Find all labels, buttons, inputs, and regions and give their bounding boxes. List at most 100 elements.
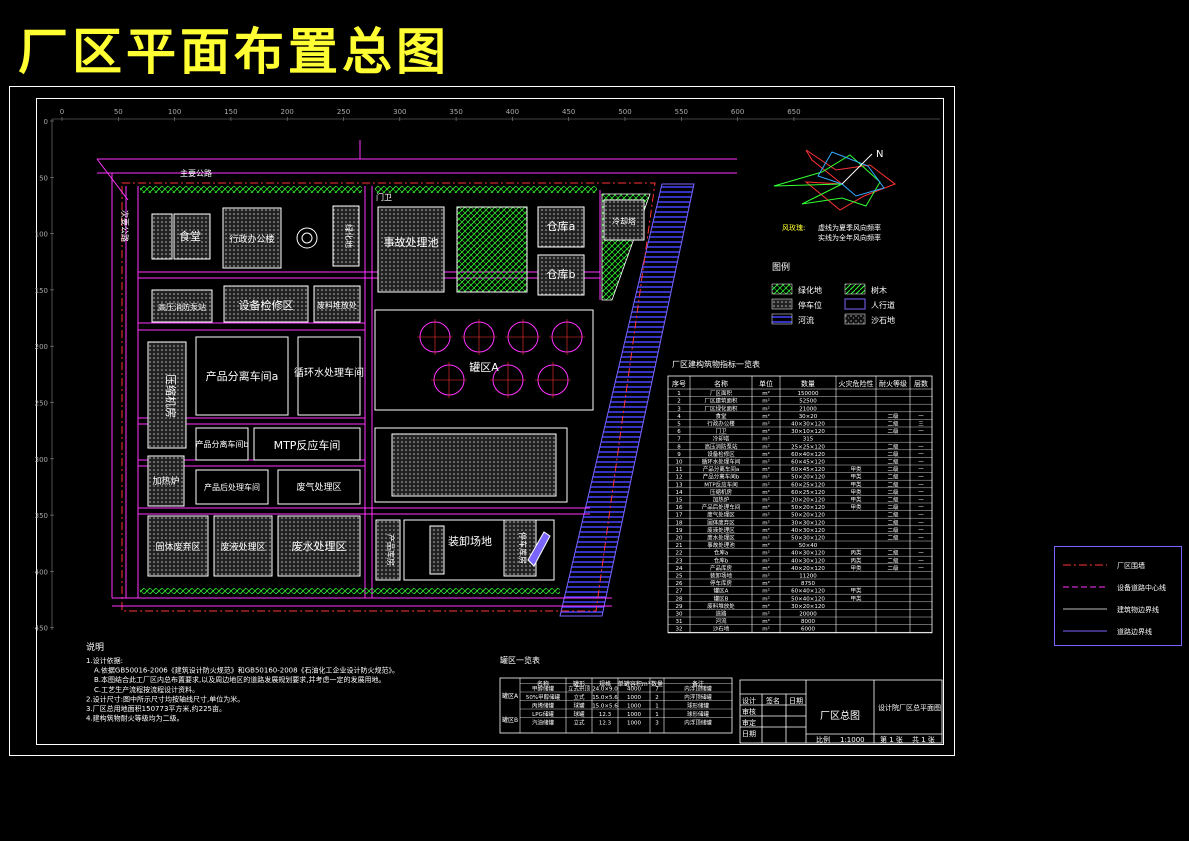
notes-line: 4.建构筑物耐火等级均为二级。 (86, 714, 184, 723)
tank-table-header: 规格 (599, 680, 611, 688)
build-table-cell: 丙类 (850, 556, 862, 564)
tank-table-cell: 4000 (627, 687, 641, 693)
build-table-cell: 一 (918, 520, 924, 526)
label-compressor: 压缩机房 (164, 374, 178, 418)
left-tick-label: 450 (35, 625, 48, 633)
tank-table-cell: 50%甲醇储罐 (526, 693, 561, 701)
build-table-cell: 10 (676, 460, 683, 466)
north-arrow (841, 153, 873, 185)
tank-area-b (374, 427, 568, 503)
building-waste-gas (277, 469, 361, 505)
build-table-cell: m² (762, 580, 770, 587)
tank-table-cell: 1000 (627, 712, 641, 718)
label-cooling: 冷却塔 (612, 216, 636, 226)
building-maintenance (223, 285, 309, 323)
notes: 说明 1.设计依据:A.依据GB50016-2006《建筑设计防火规范》和GB5… (86, 641, 399, 723)
build-table-cell: m² (762, 550, 770, 557)
build-table-cell: 20×20×120 (791, 498, 825, 504)
build-table-cell: 一 (918, 467, 924, 473)
label-product-sep-a: 产品分离车间a (206, 369, 279, 383)
build-table-cell: 25×25×120 (791, 444, 825, 450)
tank-table-cell: 1 (655, 712, 659, 718)
notes-line: 2.设计尺寸:图中所示尺寸均按轴线尺寸,单位为米。 (86, 694, 244, 703)
building-green-a (332, 205, 360, 267)
left-tick-label: 300 (35, 456, 48, 464)
notes-line: A.依据GB50016-2006《建筑设计防火规范》和GB50160-2008《… (94, 666, 399, 675)
build-table-cell: m² (762, 611, 770, 618)
label-main-road: 主要公路 (180, 168, 212, 178)
tank-table-group-a: 罐区A (502, 692, 519, 700)
wind-note-2: 虚线为夏季风向频率 (818, 223, 881, 232)
build-table-cell: m² (762, 489, 770, 496)
left-tick-label: 200 (35, 343, 48, 351)
legend-swatch-green (771, 283, 793, 295)
build-table-cell: 27 (676, 589, 683, 595)
tank-table-title: 罐区一览表 (500, 655, 540, 665)
label-parking: 停车库房 (518, 532, 528, 564)
build-table-cell: m² (762, 474, 770, 481)
parking-stripes (527, 531, 551, 567)
build-table-cell: 产品分离车间b (703, 473, 740, 481)
build-table-cell: 一 (918, 505, 924, 511)
tank-table-cell: 3 (655, 721, 659, 727)
notes-line: B.本图结合此工厂区内总布置要求,以及周边地区的道路发展规划要求,并考虑一定的发… (94, 675, 385, 684)
notes-heading: 说明 (86, 641, 104, 653)
label-loading-yard: 装卸场地 (448, 534, 492, 548)
build-table-cell: 4 (677, 414, 681, 420)
build-table-cell: 一 (918, 490, 924, 496)
build-table-cell: m² (762, 557, 770, 564)
build-table-cell: 一 (918, 513, 924, 519)
drawing-title: 厂区平面布置总图 (18, 23, 450, 81)
label-product-sep-b: 产品分离车间b (195, 439, 248, 449)
tb-scale: 1:1000 (840, 736, 865, 744)
left-tick-label: 400 (35, 568, 48, 576)
build-table-cell: 二级 (887, 442, 899, 450)
label-heating: 加热炉 (152, 475, 179, 487)
top-tick-label: 350 (449, 108, 462, 116)
label-canteen: 食堂 (179, 229, 201, 243)
build-table-cell: 一 (918, 551, 924, 557)
building-product-warehouse (375, 519, 401, 581)
build-table-cell: 厂区面积 (710, 390, 733, 397)
build-table-cell: 罐区B (714, 594, 729, 602)
build-table-cell: m² (762, 405, 770, 412)
building-storage-b (537, 254, 585, 296)
legend-swatch-parking (771, 298, 793, 310)
build-table-cell: 二级 (887, 556, 899, 564)
green-belt-top (140, 186, 362, 193)
build-table-cell: 50×40×120 (791, 596, 825, 602)
outer-frame (9, 86, 955, 756)
left-tick-label: 250 (35, 400, 48, 408)
build-table-cell: 315 (803, 437, 814, 443)
build-table-cell: 40×30×120 (791, 558, 825, 564)
tb-date-row: 日期 (742, 730, 756, 738)
site-wall (121, 182, 656, 612)
tb-drawing-name: 厂区总图 (820, 709, 860, 722)
build-table-cell: 60×45×120 (791, 460, 825, 466)
building-cooling (603, 199, 645, 241)
tank-table-cell: 内浮顶储罐 (684, 719, 712, 727)
tank-area-b-fill (391, 433, 557, 497)
build-table-cell: 2 (677, 399, 681, 405)
build-table-cell: 8 (677, 444, 681, 450)
wind-rose: N 风玫瑰: 虚线为夏季风向频率 实线为全年风向频率 (773, 149, 897, 242)
build-table-cell: 产品分离车间a (703, 465, 739, 473)
tank-table-group-b: 罐区B (502, 716, 518, 724)
build-table-cell: 甲类 (850, 503, 862, 511)
top-tick-label: 550 (675, 108, 688, 116)
build-table-header: 序号 (672, 379, 686, 388)
label-maintenance: 设备检修区 (239, 298, 294, 312)
build-table-cell: 二级 (887, 496, 899, 504)
label-accident: 事故处理池 (384, 235, 439, 249)
build-table-cell: 仓库b (714, 556, 729, 564)
tank-table-cell: 立式拱顶 (568, 685, 591, 693)
building-storage-a (537, 206, 585, 248)
build-table-cell: 一 (918, 558, 924, 564)
build-table-cell: 甲类 (850, 564, 862, 572)
top-tick-label: 200 (281, 108, 294, 116)
tb-col-date: 日期 (789, 697, 803, 705)
build-table-cell: m² (762, 595, 770, 602)
build-table-cell: 60×40×120 (791, 452, 825, 458)
build-table-cell: 食堂 (715, 412, 727, 420)
left-tick-label: 350 (35, 512, 48, 520)
